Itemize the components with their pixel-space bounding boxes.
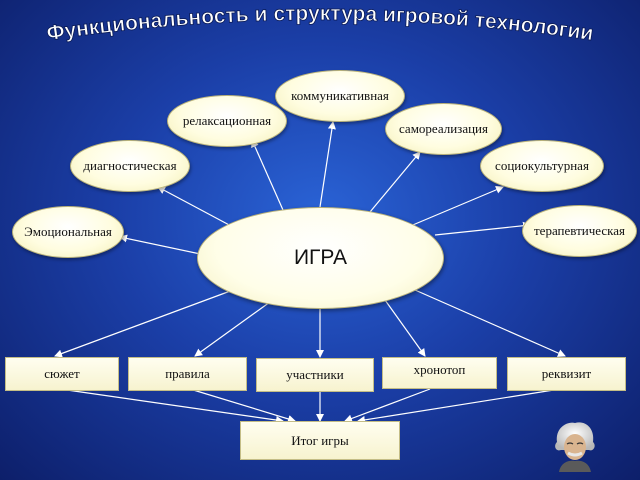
arrow-to-rekvizit (414, 289, 566, 357)
arrow-to-pravila (194, 301, 271, 357)
arrow-to-sotsiokulturnaya (407, 186, 504, 228)
structure-syuzhet: сюжет (5, 357, 119, 391)
function-terapevticheskaya: терапевтическая (522, 205, 637, 257)
arrow-to-syuzhet (54, 289, 234, 358)
arrow-to-samorealizatsiya (369, 151, 421, 213)
arrow-khronotop-result (344, 388, 431, 423)
structure-pravila: правила (128, 357, 247, 391)
function-emotsionalnaya: Эмоциональная (12, 206, 124, 258)
result-box: Итог игры (240, 421, 400, 460)
arrow-to-khronotop (384, 299, 426, 357)
structure-uchastniki: участники (256, 358, 374, 392)
function-relaksatsionnaya: релаксационная (167, 95, 287, 147)
function-sotsiokulturnaya: социокультурная (480, 140, 604, 192)
function-kommunikativnaya: коммуникативная (275, 70, 405, 122)
arrow-to-emotsionalnaya (119, 234, 206, 256)
structure-khronotop: хронотоп (382, 357, 497, 389)
arrow-syuzhet-result (59, 388, 284, 424)
arrow-to-kommunikativnaya (319, 121, 336, 208)
arrow-pravila-result (189, 388, 296, 423)
portrait-icon (553, 420, 597, 472)
arrow-to-diagnosticheskaya (157, 186, 234, 228)
arrow-rekvizit-result (357, 388, 561, 424)
function-samorealizatsiya: самореализация (385, 103, 502, 155)
center-igra: ИГРА (197, 207, 444, 309)
structure-rekvizit: реквизит (507, 357, 626, 391)
function-diagnosticheskaya: диагностическая (70, 140, 190, 192)
arrow-to-terapevticheskaya (434, 221, 531, 236)
arrow-to-relaksatsionnaya (251, 139, 284, 211)
